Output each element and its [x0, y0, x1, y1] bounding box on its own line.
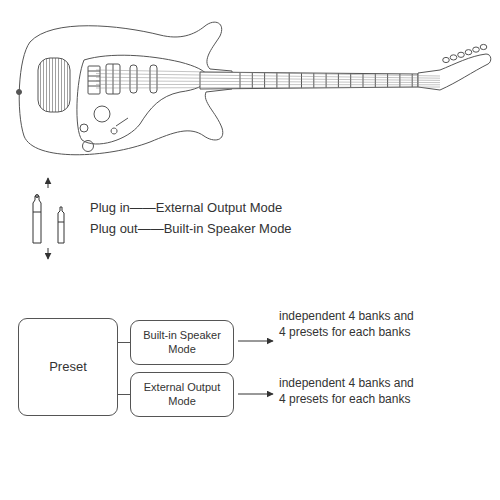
fret	[338, 73, 339, 87]
leader-arrow	[238, 341, 273, 342]
fret	[313, 73, 314, 88]
connector	[118, 342, 130, 343]
box-text: Built-in Speaker Mode	[137, 329, 227, 357]
fret	[301, 73, 302, 88]
bank-note: independent 4 banks and 4 presets for ea…	[279, 375, 419, 407]
preset-box: Preset	[18, 318, 118, 416]
fret	[375, 74, 376, 88]
string	[96, 77, 440, 80]
tuner-peg	[480, 44, 487, 49]
leader-arrow	[238, 394, 273, 395]
fret	[289, 73, 290, 88]
down-arrow	[48, 248, 49, 259]
fret	[326, 73, 327, 88]
fret	[363, 73, 364, 87]
up-arrow	[48, 178, 49, 188]
frets	[240, 72, 412, 88]
bank-note: independent 4 banks and 4 presets for ea…	[279, 308, 419, 340]
output-jack	[17, 90, 22, 95]
fret	[387, 74, 388, 88]
tuner-peg	[458, 52, 465, 57]
fret	[276, 73, 277, 89]
box-text: Preset	[49, 359, 87, 375]
strings	[96, 70, 440, 88]
bridge-saddles	[88, 71, 100, 86]
large-jack-plug	[33, 195, 41, 244]
fret	[240, 72, 241, 88]
fret	[412, 74, 413, 87]
guitar-neck	[200, 72, 418, 89]
speaker-grille	[38, 58, 70, 112]
small-jack-plug	[58, 207, 64, 243]
tuner-peg	[450, 55, 457, 60]
mode-box: External Output Mode	[130, 372, 234, 417]
box-text: External Output Mode	[137, 381, 227, 409]
mode-note: Plug out——Built-in Speaker Mode	[90, 220, 390, 238]
tuners	[443, 44, 487, 62]
volume-knob	[94, 106, 110, 122]
single-coil-pickup	[130, 65, 137, 93]
string	[96, 84, 440, 85]
tone-knob	[83, 141, 94, 152]
string	[96, 81, 440, 83]
fret	[252, 72, 253, 88]
pickguard	[77, 55, 210, 144]
connector	[118, 394, 130, 395]
tuner-peg	[465, 50, 472, 55]
string	[96, 70, 440, 76]
tuner-peg	[473, 47, 480, 52]
fret	[399, 74, 400, 87]
fret	[350, 73, 351, 87]
string	[96, 87, 440, 88]
single-coil-pickup	[150, 65, 157, 93]
knob	[80, 124, 88, 132]
mode-note: Plug in——External Output Mode	[90, 199, 390, 217]
selector-switch	[111, 118, 128, 134]
mode-box: Built-in Speaker Mode	[130, 320, 234, 365]
humbucker-pickup	[106, 64, 120, 94]
tuner-peg	[443, 57, 450, 62]
fret	[264, 73, 265, 89]
